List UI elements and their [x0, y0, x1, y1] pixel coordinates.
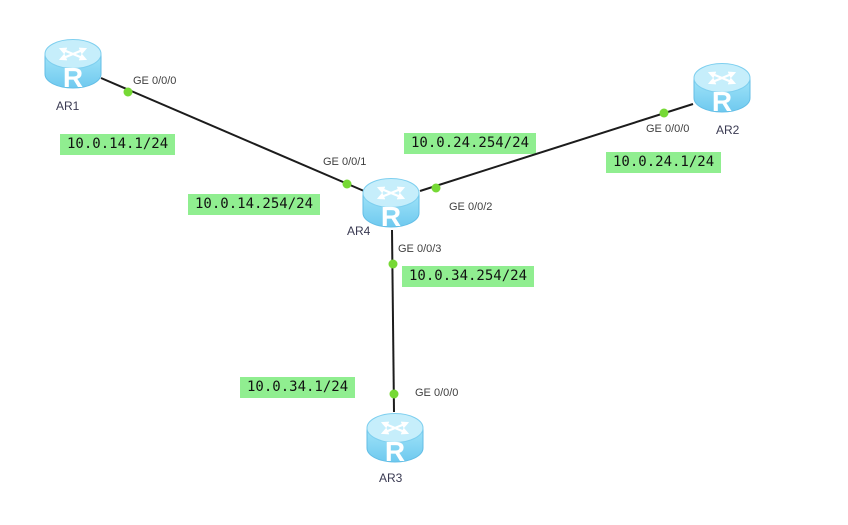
device-label: AR4	[347, 224, 371, 238]
port-status-dot	[342, 179, 352, 189]
router-icon: R	[364, 411, 426, 467]
router-icon: R	[691, 61, 753, 117]
rotating-arrows-glyph	[380, 421, 410, 435]
rotating-arrows-glyph	[58, 47, 88, 61]
link-ar1-ar4[interactable]	[100, 77, 365, 192]
port-status-dot	[431, 183, 441, 193]
interface-label: GE 0/0/1	[323, 156, 367, 168]
ip-address-label[interactable]: 10.0.14.1/24	[60, 134, 176, 155]
ip-address-label[interactable]: 10.0.34.1/24	[240, 377, 356, 398]
router-icon: R	[42, 37, 104, 93]
port-status-dot	[659, 108, 669, 118]
device-label: AR3	[379, 471, 403, 485]
port-status-dot	[123, 87, 133, 97]
rotating-arrows-glyph	[376, 186, 406, 200]
router-node-ar1[interactable]: R AR1	[42, 37, 104, 113]
svg-text:R: R	[712, 86, 732, 117]
svg-text:R: R	[385, 436, 405, 467]
ip-address-label[interactable]: 10.0.24.254/24	[404, 133, 537, 154]
device-label: AR1	[56, 99, 80, 113]
interface-label: GE 0/0/3	[398, 243, 442, 255]
port-status-dot	[388, 259, 398, 269]
ip-address-label[interactable]: 10.0.34.254/24	[402, 266, 535, 287]
svg-text:R: R	[381, 201, 401, 232]
router-node-ar3[interactable]: R AR3	[364, 411, 426, 485]
svg-text:R: R	[63, 62, 83, 93]
router-node-ar4[interactable]: R AR4	[347, 176, 422, 238]
rotating-arrows-glyph	[707, 71, 737, 85]
link-ar4-ar2[interactable]	[419, 103, 694, 192]
router-node-ar2[interactable]: R AR2	[691, 61, 753, 137]
interface-label: GE 0/0/0	[646, 123, 690, 135]
link-ar4-ar3[interactable]	[391, 229, 395, 413]
device-label: AR2	[716, 123, 740, 137]
interface-label: GE 0/0/0	[415, 387, 459, 399]
port-status-dot	[389, 389, 399, 399]
ip-address-label[interactable]: 10.0.24.1/24	[606, 152, 722, 173]
router-icon: R	[360, 176, 422, 232]
interface-label: GE 0/0/2	[449, 201, 493, 213]
interface-label: GE 0/0/0	[133, 75, 177, 87]
ip-address-label[interactable]: 10.0.14.254/24	[188, 194, 321, 215]
